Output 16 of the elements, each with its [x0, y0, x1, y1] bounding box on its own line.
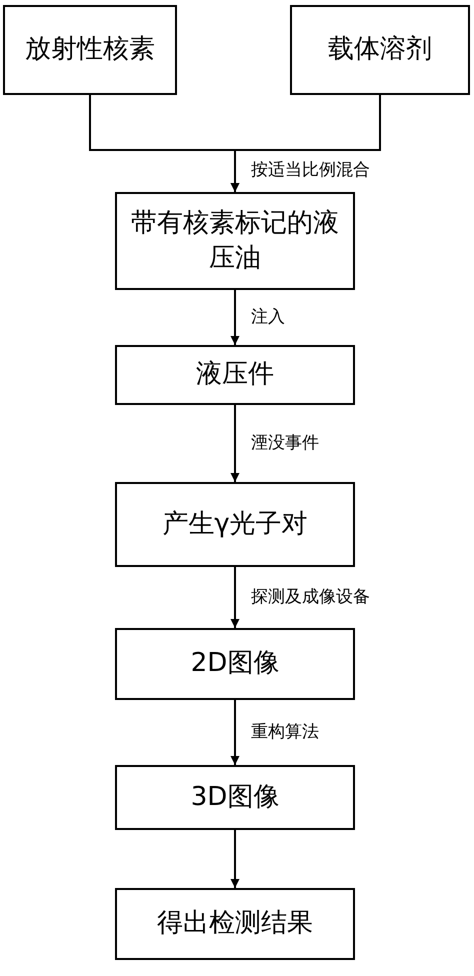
process-box: 产生γ光子对 [115, 482, 355, 567]
arrow [230, 830, 240, 888]
edge-label: 重构算法 [249, 720, 321, 742]
edge-label: 注入 [249, 304, 287, 328]
process-box: 放射性核素 [3, 5, 177, 95]
process-box: 载体溶剂 [290, 5, 470, 95]
arrow [230, 700, 240, 765]
arrow [230, 405, 240, 482]
arrow [230, 95, 381, 192]
process-box: 带有核素标记的液压油 [115, 192, 355, 290]
arrow [230, 567, 240, 628]
process-box: 液压件 [115, 345, 355, 405]
process-box: 2D图像 [115, 628, 355, 700]
arrow [230, 290, 240, 345]
process-box: 得出检测结果 [115, 888, 355, 960]
process-box: 3D图像 [115, 765, 355, 830]
